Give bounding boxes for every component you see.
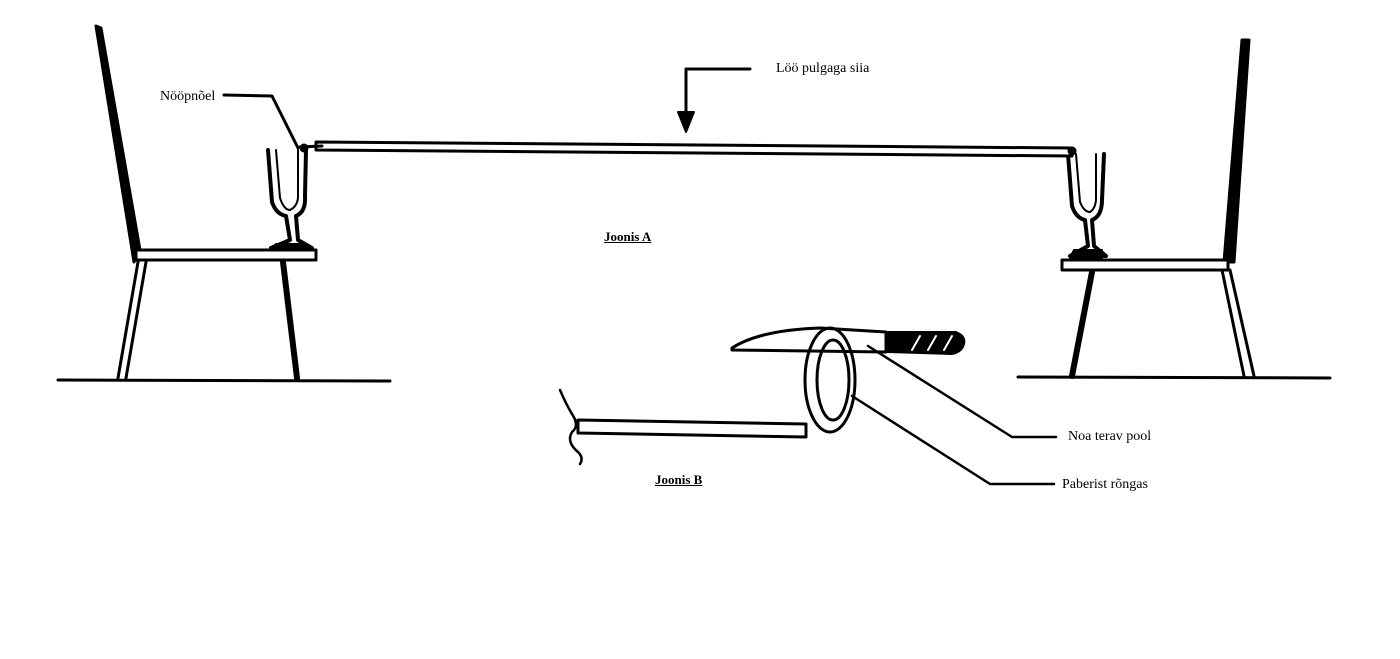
knife-handle: [887, 331, 966, 355]
strike-label: Löö pulgaga siia: [776, 61, 870, 76]
strike-arrow: [677, 67, 752, 133]
left-chair: [56, 24, 392, 383]
left-floor-line: [56, 378, 392, 383]
left-chair-seat: [134, 248, 318, 262]
paper-ring-leader-line: [850, 394, 1056, 486]
right-floor-line: [1016, 375, 1332, 380]
right-chair-front-leg: [1069, 269, 1095, 379]
right-chair-back-leg: [1220, 268, 1256, 378]
right-chair: [1016, 38, 1332, 380]
left-glass: [266, 148, 314, 251]
pin-leader-line: [222, 93, 300, 150]
right-chair-backrest: [1222, 38, 1251, 264]
knife-edge-leader-line: [866, 344, 1058, 439]
left-chair-front-leg: [116, 260, 148, 380]
figure-a-title: Joonis A: [604, 229, 652, 244]
pin-label: Nööpnõel: [160, 89, 216, 104]
figure-b-stick: [558, 388, 808, 466]
stick: [298, 140, 1077, 158]
right-pin: [1067, 146, 1077, 156]
right-glass: [1066, 152, 1108, 259]
left-chair-back-leg: [280, 259, 300, 381]
paper-ring: [803, 326, 857, 434]
knife-edge-label: Noa terav pool: [1068, 429, 1152, 444]
paper-ring-label: Paberist rõngas: [1062, 477, 1148, 492]
figure-b-title: Joonis B: [655, 472, 703, 487]
right-chair-seat: [1060, 258, 1230, 272]
left-chair-backrest: [94, 24, 142, 264]
